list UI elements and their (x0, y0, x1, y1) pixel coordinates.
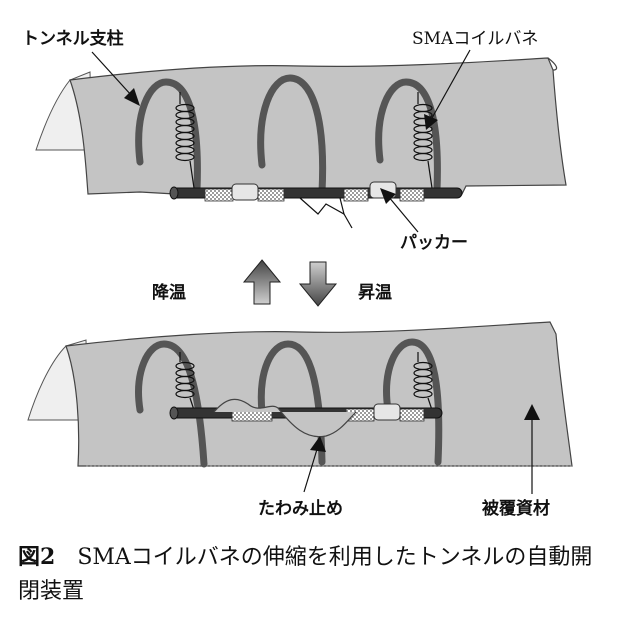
tunnel-pillar-left (135, 78, 201, 194)
label-sma-spring: SMAコイルバネ (412, 29, 538, 130)
tunnel-pillar-middle-bottom (257, 340, 326, 466)
packer-bottom (373, 403, 401, 421)
tunnel-pillar-middle (257, 74, 327, 196)
tunnel-pillar-left-bottom (135, 340, 208, 468)
svg-text:パッカー: パッカー (400, 233, 468, 253)
sma-coil-spring-right (413, 92, 433, 189)
cover-sag (213, 398, 357, 438)
label-packer: パッカー (380, 188, 468, 253)
svg-text:たわみ止め: たわみ止め (258, 498, 343, 519)
label-cover-material: 被覆資材 (482, 404, 550, 519)
heating-arrow (298, 261, 338, 307)
cover-edge-right (547, 57, 558, 71)
sma-coil-spring-left (175, 92, 195, 189)
svg-text:トンネル支柱: トンネル支柱 (22, 28, 124, 49)
label-heating: 昇温 (358, 283, 392, 303)
cooling-arrow (242, 259, 282, 305)
tunnel-pillar-right (375, 78, 441, 194)
tunnel-diagram: トンネル支柱 SMAコイルバネ パッカー 降温 昇温 たわみ止め 被覆資材 (22, 28, 573, 519)
top-panel (35, 57, 567, 229)
svg-text:被覆資材: 被覆資材 (482, 498, 550, 519)
label-tunnel-pillar: トンネル支柱 (22, 28, 140, 106)
bottom-panel (27, 321, 573, 468)
tunnel-pillar-right-bottom (383, 338, 443, 466)
rod-assembly-top (169, 181, 463, 229)
sma-coil-spring-right-bottom (413, 352, 433, 411)
figure-number: 図2 (18, 544, 56, 570)
label-cooling: 降温 (152, 282, 186, 303)
svg-text:SMAコイルバネ: SMAコイルバネ (412, 29, 538, 49)
caption-text: SMAコイルバネの伸縮を利用したトンネルの自動開閉装置 (18, 545, 593, 604)
label-sag-stopper: たわみ止め (258, 436, 343, 519)
packer-top-left (231, 183, 259, 201)
